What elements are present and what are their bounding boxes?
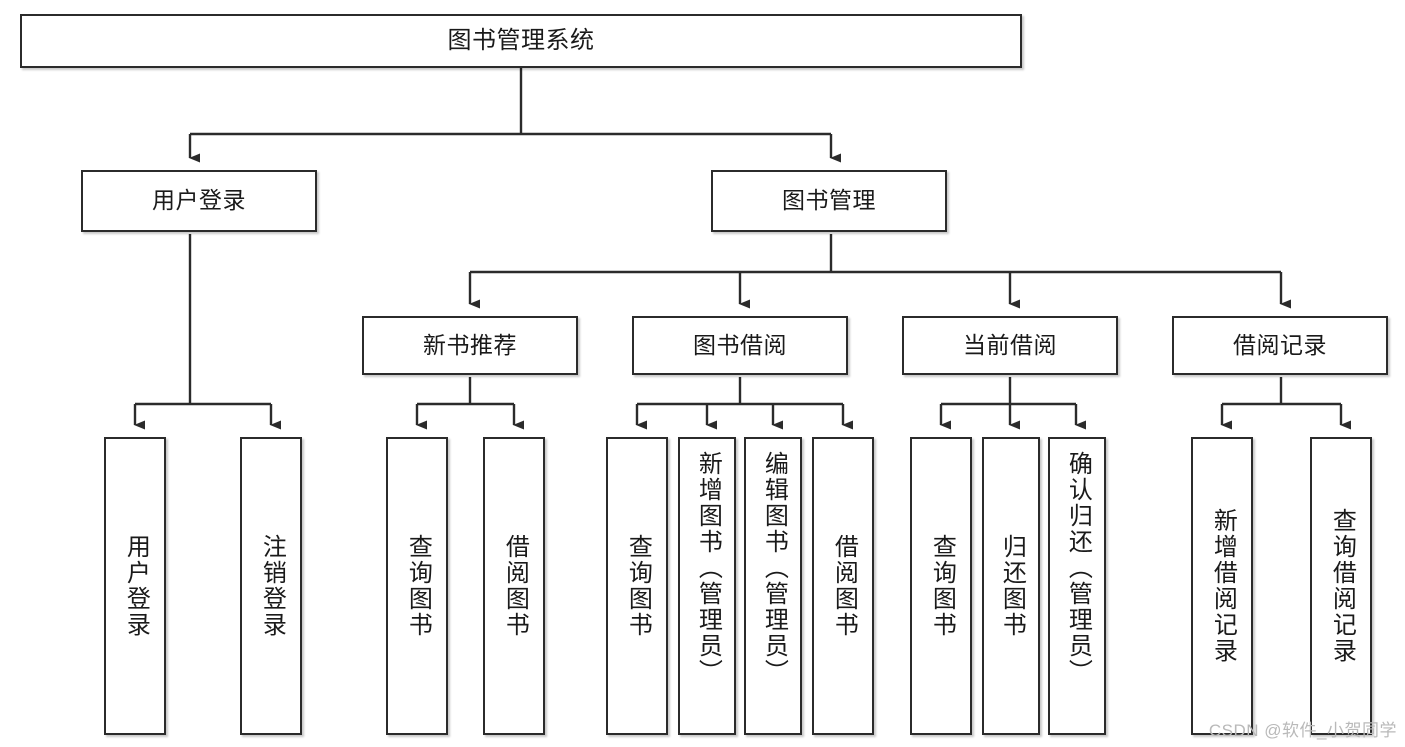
leaf-bb-edit-book-admin[interactable]: 编辑图书（管理员） (744, 437, 802, 735)
leaf-nb-query-book[interactable]: 查询图书 (386, 437, 448, 735)
node-label: 用户登录 (152, 187, 246, 214)
csdn-watermark: CSDN @软件_小贺同学 (1208, 721, 1397, 740)
node-label: 图书管理 (782, 187, 876, 214)
node-book-management[interactable]: 图书管理 (711, 170, 947, 232)
node-label: 查询图书 (404, 534, 432, 638)
node-user-login[interactable]: 用户登录 (81, 170, 317, 232)
leaf-cb-query-book[interactable]: 查询图书 (910, 437, 972, 735)
node-label: 查询借阅记录 (1328, 508, 1356, 664)
node-label: 新增借阅记录 (1209, 508, 1237, 664)
node-label: 用户登录 (122, 534, 150, 638)
node-label: 查询图书 (624, 534, 652, 638)
node-label: 查询图书 (928, 534, 956, 638)
node-label: 当前借阅 (963, 331, 1057, 358)
leaf-logout[interactable]: 注销登录 (240, 437, 302, 735)
node-current-borrow[interactable]: 当前借阅 (902, 316, 1118, 375)
node-label: 图书管理系统 (447, 26, 595, 54)
node-label: 确认归还（管理员） (1064, 451, 1092, 685)
leaf-cb-return-book[interactable]: 归还图书 (982, 437, 1040, 735)
leaf-nb-borrow-book[interactable]: 借阅图书 (483, 437, 545, 735)
node-label: 新书推荐 (423, 331, 517, 358)
node-root-library-system[interactable]: 图书管理系统 (20, 14, 1022, 68)
leaf-br-query-record[interactable]: 查询借阅记录 (1310, 437, 1372, 735)
leaf-bb-add-book-admin[interactable]: 新增图书（管理员） (678, 437, 736, 735)
node-label: 借阅图书 (830, 534, 858, 638)
leaf-user-login[interactable]: 用户登录 (104, 437, 166, 735)
node-label: 借阅记录 (1233, 331, 1327, 358)
leaf-br-add-record[interactable]: 新增借阅记录 (1191, 437, 1253, 735)
node-book-borrow[interactable]: 图书借阅 (632, 316, 848, 375)
node-label: 归还图书 (998, 534, 1026, 638)
node-borrow-record[interactable]: 借阅记录 (1172, 316, 1388, 375)
leaf-bb-borrow-book[interactable]: 借阅图书 (812, 437, 874, 735)
node-label: 编辑图书（管理员） (760, 451, 788, 685)
node-label: 新增图书（管理员） (694, 451, 722, 685)
node-label: 图书借阅 (693, 331, 787, 358)
node-label: 注销登录 (258, 534, 286, 638)
leaf-bb-query-book[interactable]: 查询图书 (606, 437, 668, 735)
node-new-book-recommend[interactable]: 新书推荐 (362, 316, 578, 375)
node-label: 借阅图书 (501, 534, 529, 638)
leaf-cb-confirm-return-admin[interactable]: 确认归还（管理员） (1048, 437, 1106, 735)
